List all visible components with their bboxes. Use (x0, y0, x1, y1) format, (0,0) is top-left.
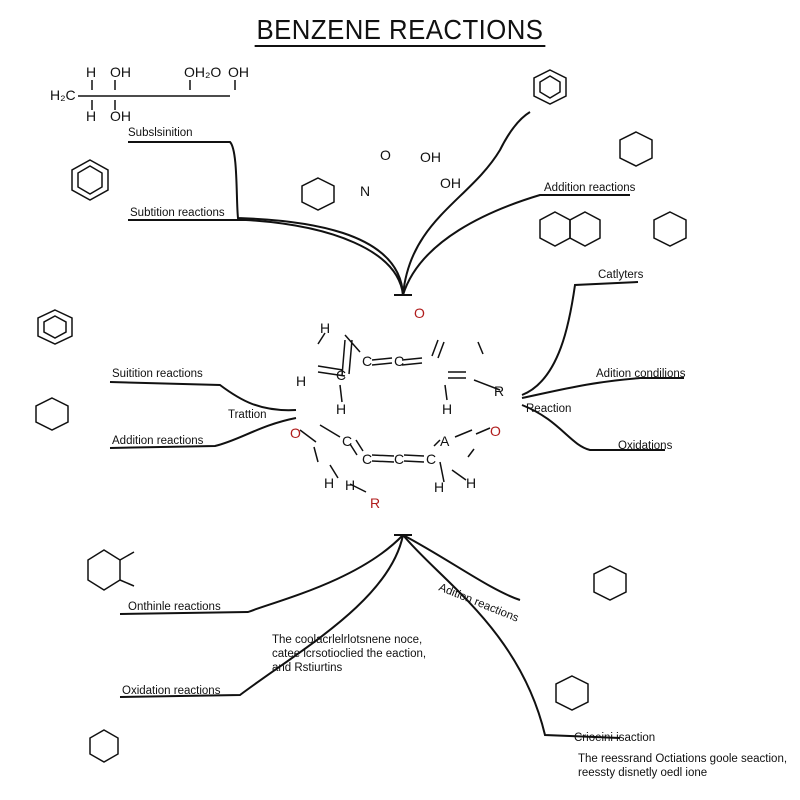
connector-adition-curve (402, 534, 521, 601)
connector-suitition (109, 381, 297, 412)
atom: H (86, 108, 96, 124)
connector-addition-top (402, 111, 531, 296)
benzene-ring-left-4 (87, 549, 135, 591)
connector-substitution-reactions (128, 219, 404, 296)
benzene-ring-left-5 (89, 729, 119, 763)
atom: H (434, 479, 444, 495)
atom: C (342, 433, 352, 449)
bottom-right-note: The reessrand Octiations goole seaction,… (578, 753, 787, 779)
naphthalene-right (539, 211, 601, 247)
connector-crioeini (402, 534, 621, 739)
connector-addition-left (109, 417, 297, 449)
atom: OH (440, 175, 461, 191)
connector-catalysts (521, 281, 639, 396)
mid-top-fragment: O OH N OH (301, 147, 461, 211)
atom: N (360, 183, 370, 199)
atom: H (345, 477, 355, 493)
center-note-line: catee lcrsotioclied the eaction, (272, 648, 426, 660)
central-molecule: H O C C C H R H H O C C C A O H R C H H … (290, 305, 504, 511)
label-suitition-reactions: Suitition reactions (112, 368, 203, 380)
title-text: BENZENE REACTIONS (254, 14, 546, 47)
label-addition-right: Addition reactions (544, 182, 636, 194)
atom: OH (420, 149, 441, 165)
atom: H (442, 401, 452, 417)
atom: R (370, 495, 380, 511)
connector-oxidation (119, 534, 404, 698)
benzene-ring-right-5 (555, 675, 589, 711)
top-left-fragment: H₂C H OH OH₂O OH H OH (50, 64, 249, 124)
atom: H (86, 64, 96, 80)
center-note: The coolacrlelrlotsnene noce, catee lcrs… (272, 634, 426, 674)
benzene-ring-right-3 (653, 211, 687, 247)
atom: C (336, 367, 346, 383)
label-crioeini: Crioeini isaction (574, 732, 655, 744)
atom: O (490, 423, 501, 439)
connector-lines (109, 111, 684, 739)
atom: H (320, 320, 330, 336)
atom: H (296, 373, 306, 389)
connector-oxidations (521, 404, 665, 451)
connector-substitution (128, 141, 404, 296)
atom: O (290, 425, 301, 441)
connector-onthinle (119, 534, 404, 615)
label-addition-conditions: Adition condilions (596, 368, 686, 380)
atom: OH₂O (184, 64, 221, 80)
connector-addition-conditions (521, 377, 684, 399)
atom: OH (110, 64, 131, 80)
atom: C (394, 451, 404, 467)
benzene-ring-top-right (533, 69, 567, 105)
label-substitution: Subslsinition (128, 127, 193, 139)
atom: H (324, 475, 334, 491)
benzene-ring-right-2 (619, 131, 653, 167)
label-adition-curve: Adition reactions (437, 582, 521, 625)
bottom-note-line: The reessrand Octiations goole seaction, (578, 753, 787, 765)
atom: C (394, 353, 404, 369)
atom: OH (228, 64, 249, 80)
benzene-ring-left-3 (35, 397, 69, 431)
diagram-title: BENZENE REACTIONS (32, 14, 768, 47)
label-oxidations: Oxidations (618, 440, 673, 452)
label-catalysts: Catlyters (598, 269, 644, 281)
label-trattion: Trattion (228, 409, 267, 421)
atom: C (362, 451, 372, 467)
atom: A (440, 433, 450, 449)
connector-addition-reactions (402, 194, 630, 296)
atom: H (466, 475, 476, 491)
label-reaction: Reaction (526, 403, 571, 415)
label-substitution-reactions: Subtition reactions (130, 207, 225, 219)
atom: R (494, 383, 504, 399)
label-onthinle: Onthinle reactions (128, 601, 221, 613)
benzene-ring-right-4 (593, 565, 627, 601)
label-oxidation: Oxidation reactions (122, 685, 221, 697)
atom: O (380, 147, 391, 163)
bottom-note-line: reessty disnetly oedl ione (578, 767, 707, 779)
benzene-ring-left-1 (71, 159, 109, 201)
atom: H (336, 401, 346, 417)
atom: H₂C (50, 87, 76, 103)
atom: C (362, 353, 372, 369)
atom: O (414, 305, 425, 321)
center-note-line: and Rstiurtins (272, 662, 343, 674)
atom: C (426, 451, 436, 467)
center-note-line: The coolacrlelrlotsnene noce, (272, 634, 422, 646)
benzene-ring-left-2 (37, 309, 73, 345)
atom: OH (110, 108, 131, 124)
label-addition-left: Addition reactions (112, 435, 204, 447)
